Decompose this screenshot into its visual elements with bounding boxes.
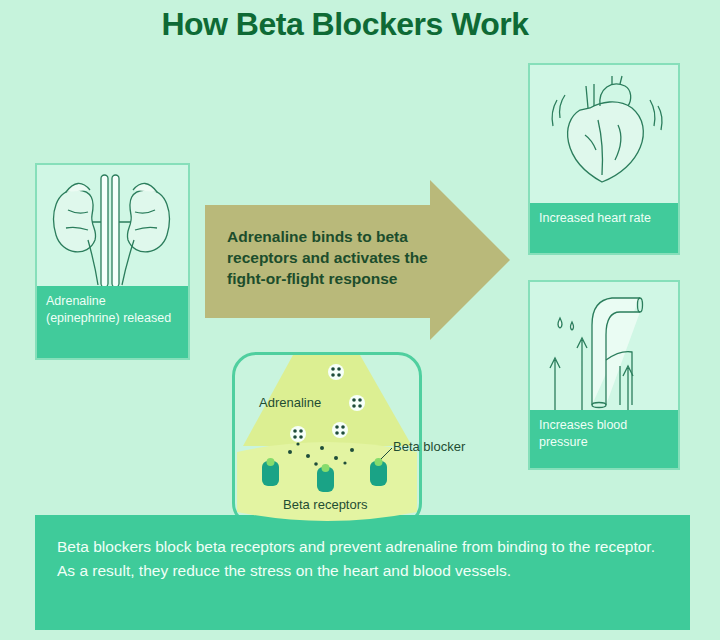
part-label: Beta blocker — [393, 439, 465, 454]
box-label: Adrenaline (epinephrine) released — [37, 286, 188, 358]
arrow-text: Adrenaline binds to beta receptors and a… — [227, 226, 455, 289]
arrow-shape: Adrenaline binds to beta receptors and a… — [205, 180, 515, 340]
effect-box: Increased heart rate — [528, 63, 680, 255]
receptor-box: AdrenalineBeta blockerBeta receptors — [232, 352, 422, 527]
box-label: Increased heart rate — [530, 203, 678, 253]
effect-box: Increases blood pressure — [528, 280, 680, 470]
box-label: Increases blood pressure — [530, 410, 678, 468]
process-box: Adrenaline (epinephrine) released — [35, 163, 190, 360]
summary-text: Beta blockers block beta receptors and p… — [35, 515, 690, 603]
title: How Beta Blockers Work — [0, 6, 690, 43]
arrow-fill — [205, 180, 510, 340]
summary-band: Beta blockers block beta receptors and p… — [35, 515, 690, 630]
part-label: Beta receptors — [283, 497, 368, 512]
part-label: Adrenaline — [259, 395, 321, 410]
